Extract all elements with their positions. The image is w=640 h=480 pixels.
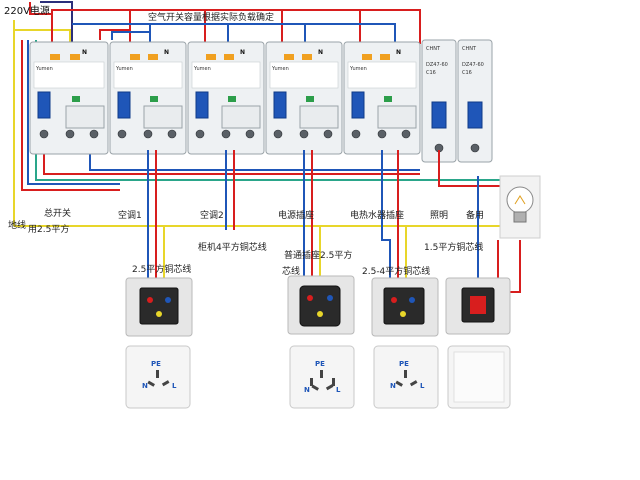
- breaker-n-label: N: [396, 49, 401, 56]
- ground-label: 地线: [8, 219, 26, 231]
- breaker-ac2: N Yumen: [187, 41, 265, 155]
- power-source-label: 220V电源: [4, 4, 50, 17]
- breaker-n-label: N: [240, 49, 245, 56]
- normal-outlet-wire-label: 普通插座2.5平方: [284, 249, 352, 261]
- breaker-n-label: N: [164, 49, 169, 56]
- breaker-water-heater: N Yumen: [343, 41, 421, 155]
- wire-1-5-label: 1.5平方铜芯线: [424, 241, 483, 253]
- breaker-brand: Yumen: [349, 66, 367, 72]
- socket-l-label: L: [420, 382, 425, 390]
- breaker-lighting: CHNT DZ47-60 C16: [421, 39, 457, 163]
- breaker-n-label: N: [318, 49, 323, 56]
- water-heater-label: 电热水器插座: [350, 209, 404, 221]
- mcb-model: DZ47-60: [462, 62, 484, 68]
- socket-pe-label: PE: [151, 360, 161, 368]
- light-bulb: [499, 175, 541, 239]
- socket-ac1-back: [125, 277, 193, 337]
- switch-face: [447, 345, 511, 409]
- breaker-brand: Yumen: [193, 66, 211, 72]
- breaker-note-label: 空气开关容量根据实际负载确定: [148, 11, 274, 23]
- mcb-brand: CHNT: [426, 46, 441, 52]
- socket-n-label: N: [142, 382, 148, 390]
- breaker-brand: Yumen: [115, 66, 133, 72]
- main-switch-label: 总开关: [44, 207, 71, 219]
- socket-n-label: N: [304, 386, 310, 394]
- socket-pe-label: PE: [315, 360, 325, 368]
- breaker-brand: Yumen: [271, 66, 289, 72]
- socket-heater-face: PE N L: [373, 345, 439, 409]
- socket-heater-back: [371, 277, 439, 337]
- socket-n-label: N: [390, 382, 396, 390]
- wire-2-5-4-label: 2.5-4平方铜芯线: [362, 265, 430, 277]
- main-wire-label: 用2.5平方: [28, 223, 69, 235]
- source-wires: [13, 1, 421, 44]
- breaker-brand: Yumen: [35, 66, 53, 72]
- lighting-label: 照明: [430, 210, 448, 221]
- socket-outlet-face: PE N L: [289, 345, 355, 409]
- socket-outlet-back: [287, 275, 355, 335]
- cabinet-wire-label: 柜机4平方铜芯线: [198, 241, 267, 253]
- socket-ac1-face: PE N L: [125, 345, 191, 409]
- spare-label: 备用: [466, 209, 484, 221]
- ac1-label: 空调1: [118, 209, 142, 221]
- breaker-outlet: N Yumen: [265, 41, 343, 155]
- core-wire-label: 芯线: [282, 265, 300, 277]
- wire-2-5-label: 2.5平方铜芯线: [132, 263, 191, 275]
- mcb-brand: CHNT: [462, 46, 477, 52]
- mcb-rating: C16: [462, 70, 472, 76]
- mcb-rating: C16: [426, 70, 436, 76]
- ac2-label: 空调2: [200, 209, 224, 221]
- power-outlet-label: 电源插座: [278, 209, 314, 221]
- socket-l-label: L: [336, 386, 341, 394]
- switch-back: [445, 277, 511, 335]
- breaker-spare: CHNT DZ47-60 C16: [457, 39, 493, 163]
- breaker-main: N Yumen: [29, 41, 109, 155]
- socket-pe-label: PE: [399, 360, 409, 368]
- breaker-ac1: N Yumen: [109, 41, 187, 155]
- socket-l-label: L: [172, 382, 177, 390]
- breaker-n-label: N: [82, 49, 87, 56]
- mcb-model: DZ47-60: [426, 62, 448, 68]
- branch-wires: [147, 150, 521, 296]
